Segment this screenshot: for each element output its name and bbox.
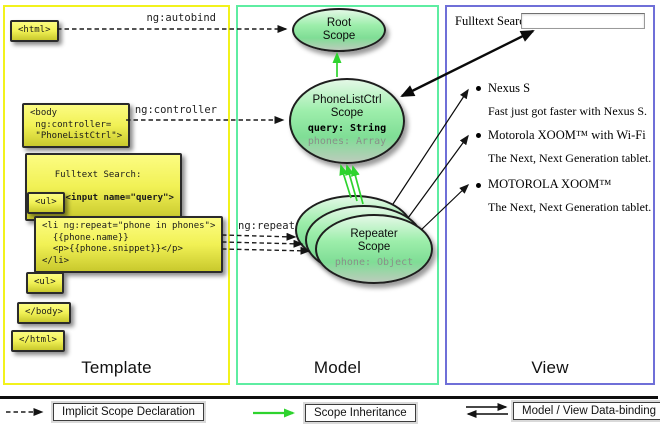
legend-implicit-scope: Implicit Scope Declaration (53, 403, 204, 421)
view-item-desc: The Next, Next Generation tablet. (488, 200, 652, 214)
legend-double-arrow-icon (466, 403, 508, 418)
repeater-phone-prop: phone: Object (334, 257, 414, 269)
view-column-label: View (531, 358, 569, 377)
code-fulltext-input: <input name="query"> (54, 193, 174, 204)
phonelistctrl-query-prop: query: String (307, 123, 387, 135)
view-item-title: Nexus S (488, 81, 531, 95)
repeater-scope-front: Repeater Scope phone: Object (315, 214, 433, 284)
model-column: Model (236, 5, 439, 385)
bullet-icon (476, 133, 481, 138)
code-body-close: </body> (17, 302, 71, 324)
ng-controller-label: ng:controller (134, 104, 217, 116)
view-fulltext-label: Fulltext Search: (455, 14, 535, 28)
phonelistctrl-scope-ellipse: PhoneListCtrl Scope query: String phones… (289, 78, 405, 164)
legend-scope-inheritance: Scope Inheritance (305, 404, 416, 422)
code-html-close: </html> (11, 330, 65, 352)
code-ul-open: <ul> (27, 192, 65, 214)
phonelistctrl-scope-title: PhoneListCtrl Scope (312, 93, 382, 119)
legend-separator (0, 396, 658, 399)
bullet-icon (476, 183, 481, 188)
ng-repeat-label: ng:repeat (238, 220, 295, 232)
repeater-scope-title: Repeater Scope (350, 228, 398, 254)
code-fulltext-label: Fulltext Search: (54, 169, 142, 180)
code-html-open: <html> (10, 20, 59, 42)
view-column: View (445, 5, 655, 385)
model-column-label: Model (313, 358, 362, 377)
bullet-icon (476, 86, 481, 91)
legend-model-view-binding: Model / View Data-binding (513, 402, 660, 420)
code-body-open: <body ng:controller= "PhoneListCtrl"> (22, 103, 131, 149)
view-item-desc: The Next, Next Generation tablet. (488, 151, 652, 165)
root-scope-ellipse: Root Scope (292, 8, 386, 52)
phonelistctrl-phones-prop: phones: Array (307, 135, 387, 147)
code-li-repeat: <li ng:repeat="phone in phones"> {{phone… (34, 216, 224, 273)
template-column-label: Template (81, 358, 152, 377)
root-scope-title: Root Scope (322, 16, 356, 42)
ng-autobind-label: ng:autobind (146, 12, 216, 24)
view-search-input[interactable] (521, 13, 645, 29)
view-item-desc: Fast just got faster with Nexus S. (488, 104, 647, 118)
code-ul-open-2: <ul> (26, 272, 64, 294)
view-item-title: Motorola XOOM™ with Wi-Fi (488, 128, 646, 142)
view-item-title: MOTOROLA XOOM™ (488, 177, 612, 191)
